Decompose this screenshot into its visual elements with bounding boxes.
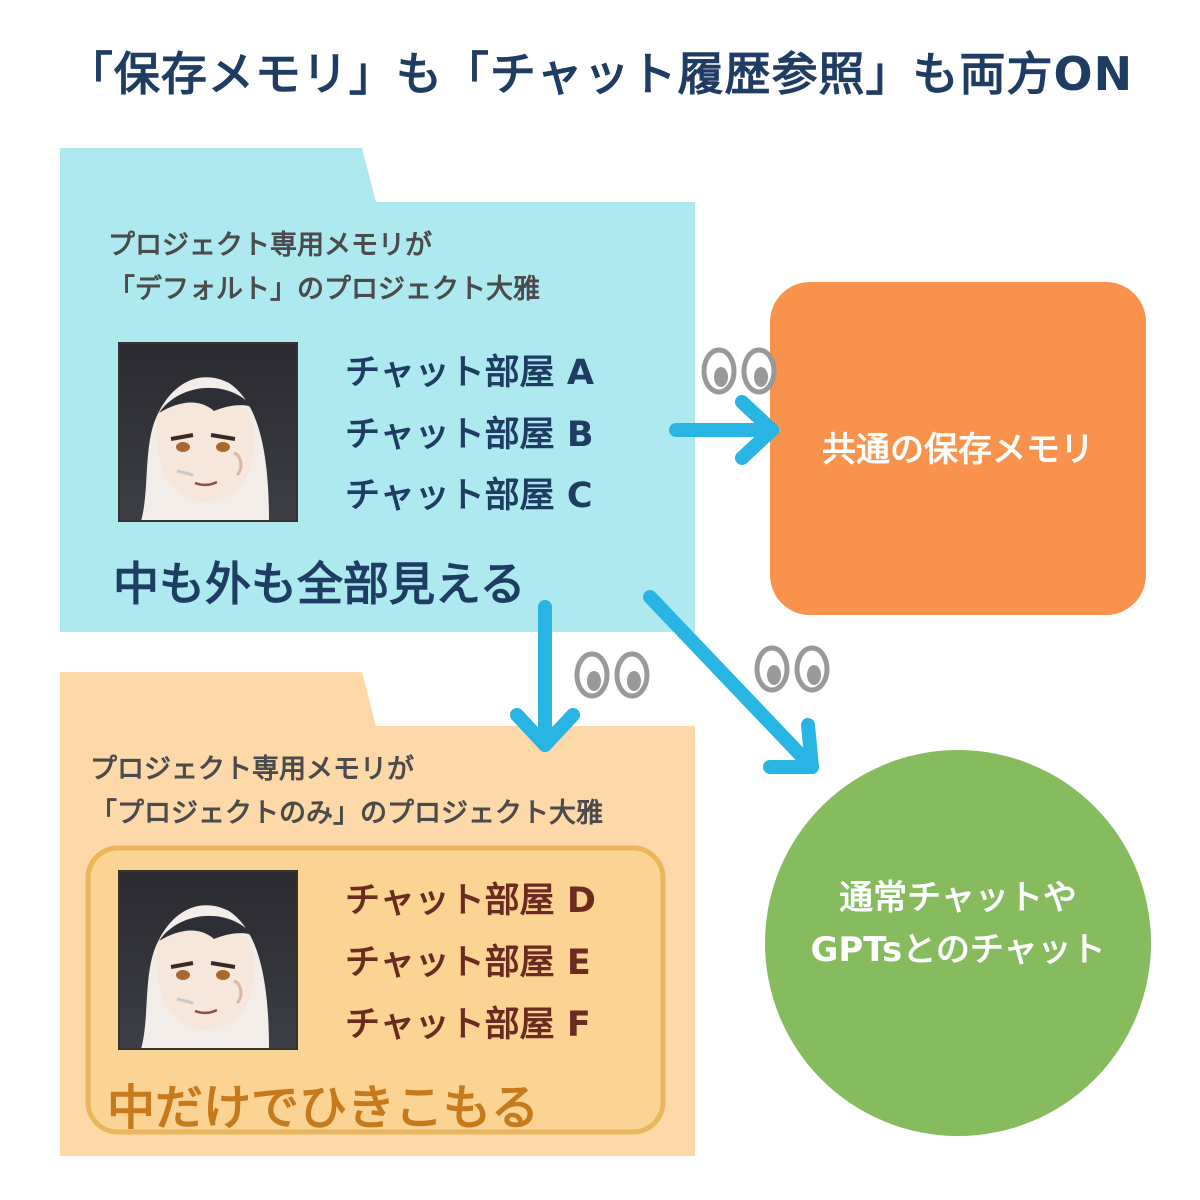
page-title: 「保存メモリ」も「チャット履歴参照」も両方ON	[66, 47, 1134, 101]
project-only-label-line1: プロジェクト専用メモリが	[90, 754, 414, 785]
shared-memory-box	[770, 282, 1146, 615]
arrow-icon	[510, 600, 580, 752]
project-default-label-line1: プロジェクト専用メモリが	[108, 230, 432, 261]
chat-room-b: チャット部屋 B	[345, 415, 594, 455]
arrow-icon	[643, 590, 819, 774]
chat-room-a: チャット部屋 A	[345, 353, 594, 393]
chat-room-c: チャット部屋 C	[345, 476, 593, 516]
eyes-icon	[577, 654, 647, 696]
shared-memory-label: 共通の保存メモリ	[822, 430, 1094, 470]
eyes-icon	[757, 648, 827, 690]
chat-room-f: チャット部屋 F	[345, 1005, 591, 1045]
project-default-label-line2: 「デフォルト」のプロジェクト大雅	[108, 274, 540, 305]
chat-room-e: チャット部屋 E	[345, 943, 591, 983]
character-avatar	[117, 869, 299, 1051]
arrow-icon	[669, 395, 779, 465]
normal-chat-line2: GPTsとのチャット	[810, 930, 1106, 970]
project-default-slogan: 中も外も全部見える	[113, 557, 526, 611]
normal-chat-circle	[765, 750, 1151, 1136]
character-avatar	[117, 341, 299, 523]
project-only-label-line2: 「プロジェクトのみ」のプロジェクト大雅	[90, 798, 603, 829]
chat-room-d: チャット部屋 D	[345, 881, 596, 921]
eyes-icon	[704, 350, 774, 392]
normal-chat-line1: 通常チャットや	[839, 878, 1077, 918]
project-only-slogan: 中だけでひきこもる	[107, 1080, 540, 1136]
